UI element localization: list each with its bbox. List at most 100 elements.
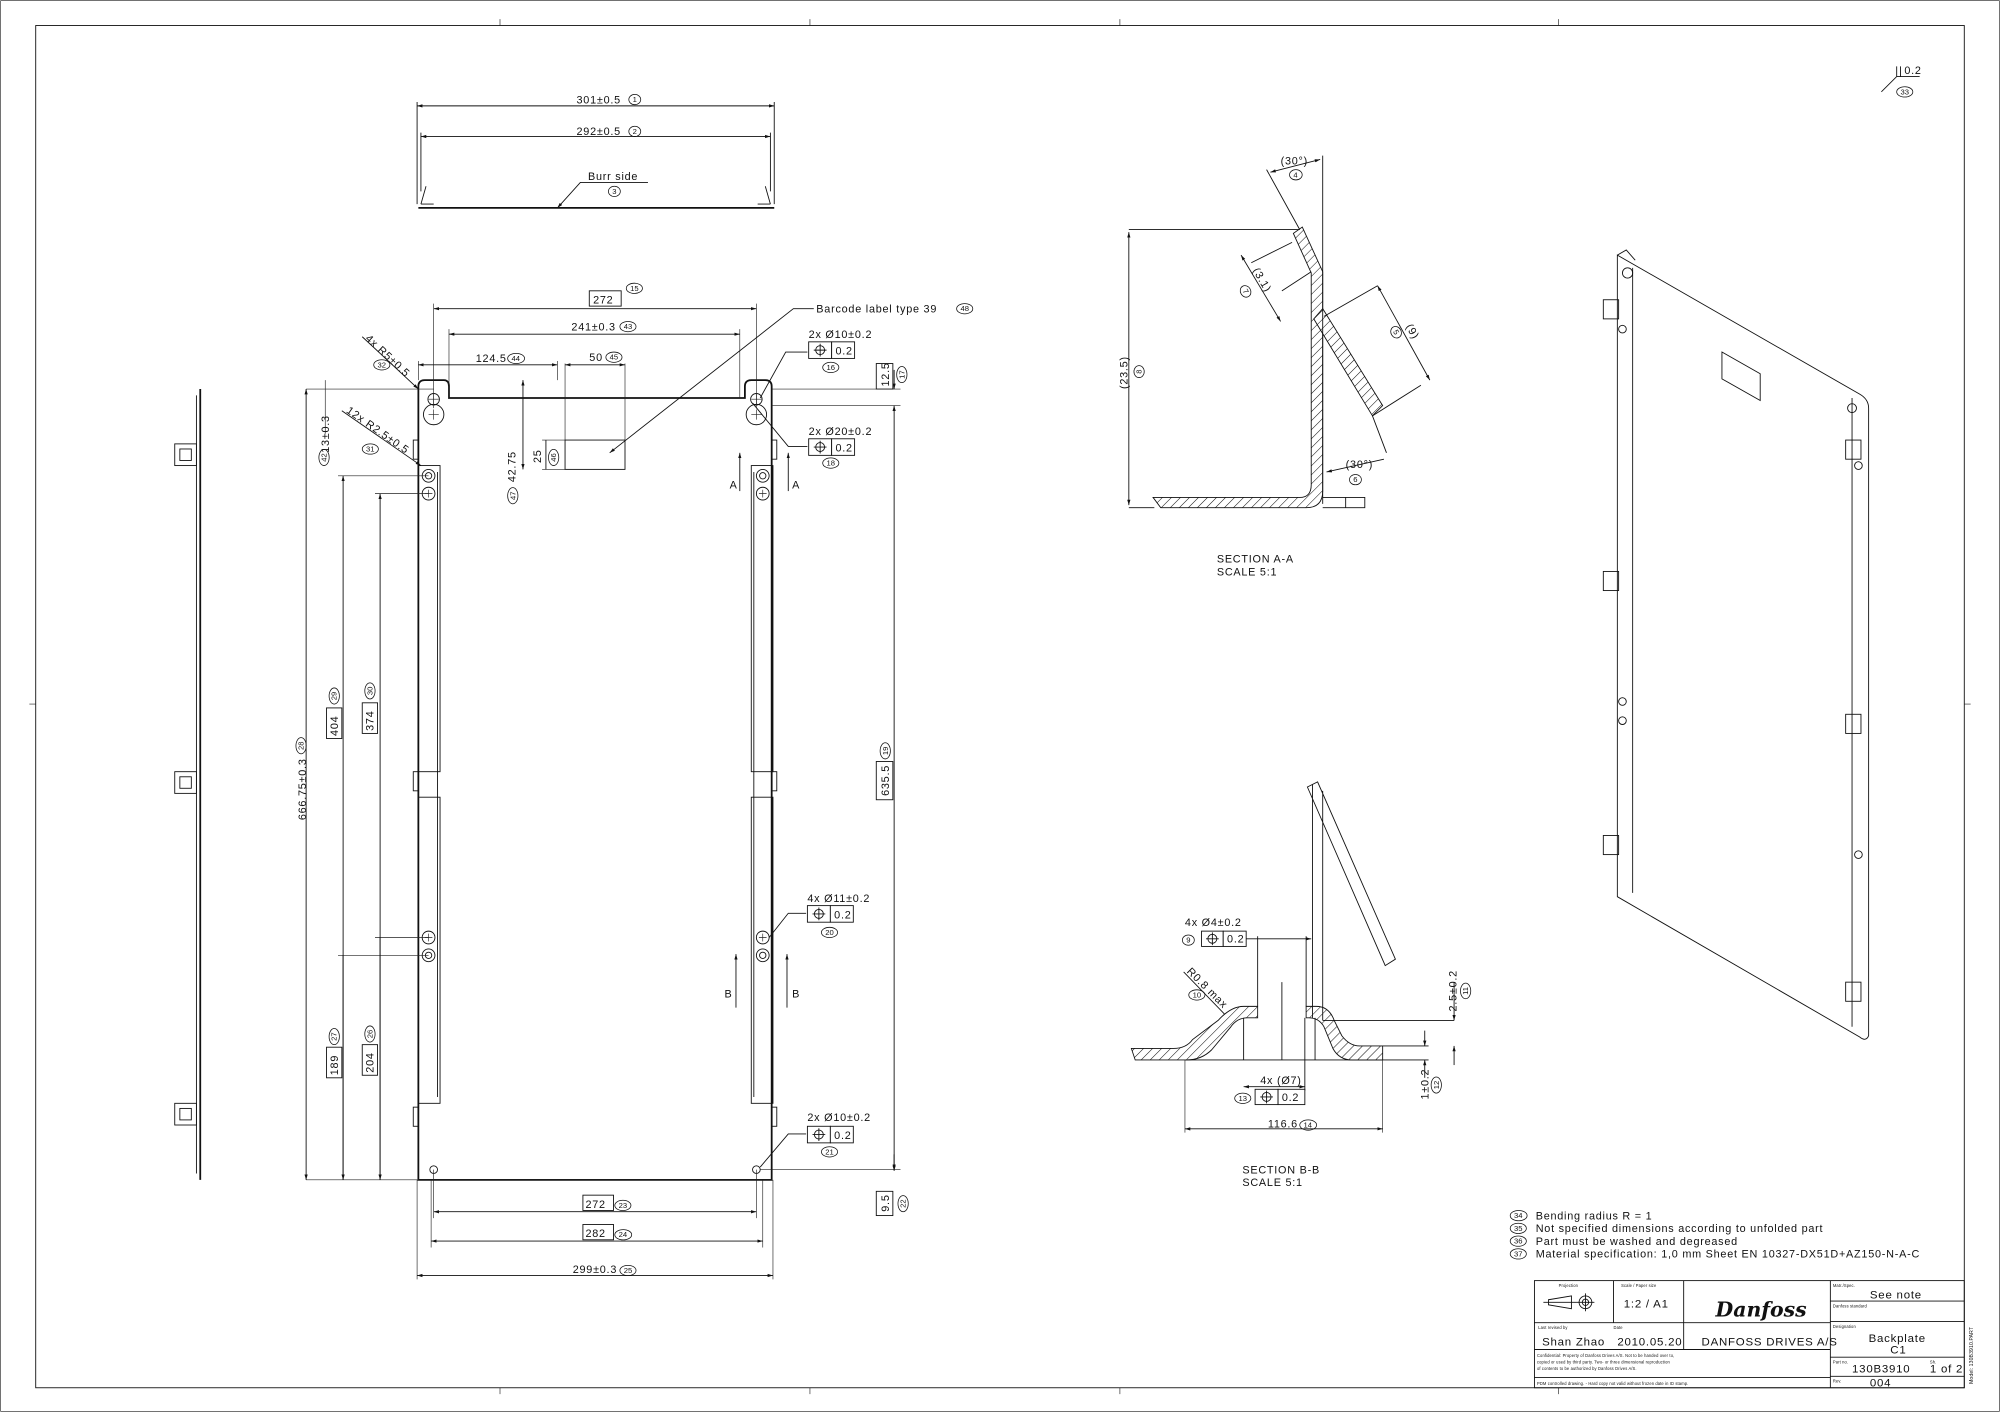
svg-text:Confidential: Property of Danf: Confidential: Property of Danfoss Drives… (1537, 1353, 1674, 1358)
balloon-outline (956, 303, 974, 315)
svg-text:2x Ø10±0.2: 2x Ø10±0.2 (809, 329, 873, 341)
balloon-outline (619, 1264, 637, 1276)
part-number: 130B3910 (1852, 1363, 1910, 1375)
balloon: 6 (1353, 475, 1357, 484)
balloon: 44 (511, 354, 520, 363)
balloon: 9 (1186, 936, 1190, 945)
balloon: 4 (1293, 170, 1298, 179)
balloon: 8 (1135, 369, 1144, 373)
balloon-outline (507, 487, 519, 505)
svg-text:Scale / Paper size: Scale / Paper size (1621, 1283, 1657, 1288)
balloon: 43 (624, 322, 633, 331)
balloon-outline (605, 351, 623, 363)
balloon-outline (822, 457, 840, 469)
svg-text:0.2: 0.2 (1282, 1092, 1299, 1104)
barcode-label-area (564, 439, 626, 470)
balloon-outline (373, 359, 391, 371)
hole-callout-bottom: 2x Ø10±0.2 0.2 21 (759, 1112, 871, 1168)
balloon: 12 (1432, 1081, 1441, 1090)
balloon: 26 (365, 1030, 374, 1039)
material: See note (1870, 1289, 1922, 1301)
balloon: 33 (1901, 87, 1910, 96)
scale-value: 1:2 / A1 (1624, 1298, 1669, 1310)
section-b-title: SECTION B-B (1242, 1164, 1320, 1176)
balloon: 32 (378, 360, 387, 369)
balloon: 42 (320, 453, 329, 462)
balloon-outline (1509, 1248, 1527, 1260)
balloon-outline (1234, 1092, 1252, 1104)
note: Part must be washed and degreased (1536, 1236, 1738, 1248)
dim-241: 241±0.3 (571, 321, 615, 333)
balloon: 31 (366, 445, 375, 454)
balloon-outline (1133, 365, 1145, 378)
projection-symbol-icon (1543, 1293, 1595, 1312)
balloon-outline (1188, 989, 1206, 1001)
balloon: 47 (508, 492, 517, 501)
balloon-outline (614, 1229, 633, 1241)
date: 2010.05.20 (1617, 1337, 1682, 1349)
company: DANFOSS DRIVES A/S (1702, 1337, 1838, 1349)
svg-text:2x Ø20±0.2: 2x Ø20±0.2 (809, 426, 873, 438)
balloon-outline (879, 742, 891, 760)
rail-holes (421, 468, 770, 963)
svg-text:0.2: 0.2 (1227, 934, 1244, 946)
balloon: 22 (899, 1199, 908, 1208)
balloon: 29 (330, 692, 339, 701)
svg-text:0.2: 0.2 (834, 909, 851, 921)
balloon: 48 (960, 304, 969, 313)
balloon: 16 (827, 363, 836, 372)
section-a-title: SECTION A-A (1217, 554, 1294, 566)
balloon: 3 (612, 187, 616, 196)
dim-292: 292±0.5 (577, 126, 621, 138)
note: Not specified dimensions according to un… (1536, 1223, 1824, 1235)
svg-text:2x Ø10±0.2: 2x Ø10±0.2 (807, 1112, 871, 1124)
balloon-outline (1460, 982, 1472, 1000)
dim-3-1: (3.1) (1250, 266, 1273, 295)
balloon: 18 (827, 459, 836, 468)
dim-635-5: 635.5 (880, 765, 892, 796)
dim-374: 374 (365, 710, 377, 730)
balloon-outline (1509, 1210, 1528, 1222)
balloon-outline (548, 449, 560, 466)
svg-text:Last revised by: Last revised by (1538, 1325, 1568, 1330)
balloon: 10 (1193, 990, 1202, 999)
svg-text:4x Ø11±0.2: 4x Ø11±0.2 (807, 893, 870, 905)
boss-callout: 0.2 13 (1234, 1088, 1306, 1106)
dim-189: 189 (329, 1055, 341, 1075)
balloon-outline (1430, 1076, 1442, 1094)
balloon: 25 (624, 1266, 633, 1275)
dim-666-75: 666.75±0.3 (297, 758, 309, 820)
balloon-outline (361, 443, 379, 455)
balloon: 27 (330, 1032, 339, 1041)
balloon-outline (318, 449, 330, 466)
dim-204: 204 (365, 1052, 377, 1072)
balloon-outline (1239, 285, 1252, 298)
dim-404: 404 (329, 716, 341, 736)
revision: 004 (1870, 1377, 1891, 1389)
hole-callout-top-large: 2x Ø20±0.2 0.2 18 (752, 402, 873, 469)
note: Bending radius R = 1 (1536, 1210, 1653, 1222)
dim-9: (9) (1403, 322, 1421, 341)
balloon-outline (1509, 1235, 1527, 1247)
balloon: 28 (297, 742, 306, 751)
balloon-outline (1182, 934, 1195, 946)
dim-42-75: 42.75 (506, 451, 518, 482)
model-name: Model: 130B3910.PART (1969, 1327, 1975, 1384)
dim-25: 25 (532, 449, 544, 463)
burr-side-label: Burr side (588, 171, 638, 183)
svg-text:Sh.: Sh. (1930, 1360, 1937, 1365)
balloon-outline (1390, 326, 1402, 339)
dim-116-6: 116.6 (1268, 1119, 1298, 1131)
isometric-view (1602, 249, 1870, 1040)
balloon-outline (1299, 1119, 1318, 1131)
svg-text:0.2: 0.2 (835, 346, 852, 358)
svg-text:0.2: 0.2 (835, 443, 852, 455)
svg-text:Designation: Designation (1833, 1324, 1856, 1329)
svg-text:PDM controlled drawing. - Har: PDM controlled drawing. - Hard copy not … (1537, 1381, 1688, 1386)
danfoss-logo: Danfoss (1715, 1297, 1808, 1321)
front-view: 272 15 241±0.3 43 124.5 44 50 45 4x R5±0… (295, 282, 974, 1280)
balloon-outline (822, 361, 840, 373)
svg-text:Date: Date (1614, 1325, 1624, 1330)
dim-9-5: 9.5 (880, 1194, 892, 1211)
dim-12-5: 12.5 (880, 362, 892, 386)
